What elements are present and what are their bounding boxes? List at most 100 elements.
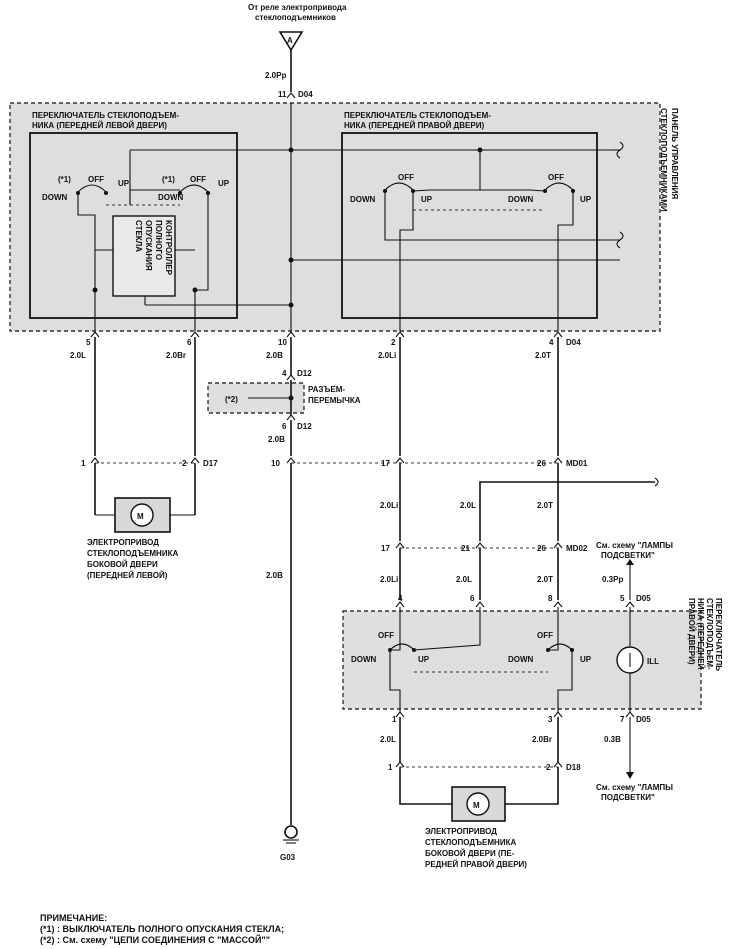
- panel-pins: [90, 331, 563, 338]
- left-motor-label-line1: ЭЛЕКТРОПРИВОД: [87, 538, 159, 547]
- switch-in-wire-t: 2.0T: [537, 575, 553, 584]
- jumper-wire-label: 2.0B: [268, 435, 285, 444]
- right-motor-lead-b: [505, 767, 559, 805]
- md01-connector-id: MD01: [566, 459, 588, 468]
- source-label-line2: стеклоподъемников: [255, 13, 336, 22]
- d18-connector-id: D18: [566, 763, 581, 772]
- wire-l-break: [654, 477, 659, 487]
- junction-dot: [92, 287, 98, 293]
- jumper-pin-bottom: 6: [282, 422, 287, 431]
- jumper-pin-marker-bottom: [286, 414, 296, 421]
- left-switch-title-line1: ПЕРЕКЛЮЧАТЕЛЬ СТЕКЛОПОДЪЕМ-: [32, 111, 179, 120]
- md01-wire-li: 2.0Li: [380, 501, 398, 510]
- control-panel-box: [9, 102, 661, 332]
- right-switch-lever-a: [384, 182, 414, 191]
- junction-dot: [288, 257, 294, 263]
- right-motor-lead-a: [399, 767, 452, 805]
- panel-title-line2: СТЕКЛОПОДЪЕМНИКАМИ: [659, 108, 668, 212]
- switch-in-pin-6: 6: [470, 594, 475, 603]
- md02-pin-26: 26: [537, 544, 546, 553]
- controller-label-line1: КОНТРОЛЛЕР: [164, 220, 173, 276]
- jumper-connector-bottom: D12: [297, 422, 312, 431]
- switch-out-pin-3: 3: [548, 715, 553, 724]
- right-switch-up-link-a: [412, 189, 431, 192]
- right-switch-down-a: DOWN: [350, 195, 376, 204]
- row1-pins: [90, 457, 563, 464]
- right-switch-wire-4: [557, 191, 574, 331]
- left-switch-off-a: OFF: [88, 175, 104, 184]
- md02-ref-line2: ПОДСВЕТКИ": [601, 551, 655, 560]
- passenger-switch-down-b: DOWN: [508, 655, 534, 664]
- right-switch-box: [341, 132, 598, 319]
- passenger-switch-title-line3: НИКА (ПЕРЕДНЕЙ: [696, 598, 705, 670]
- switch-in-connector-id: D05: [636, 594, 651, 603]
- passenger-switch-wire-4: [390, 607, 401, 651]
- switch-contact: [104, 191, 108, 195]
- passenger-switch-lever-b: [547, 643, 573, 651]
- left-switch-down-b: DOWN: [158, 193, 184, 202]
- source-connector-triangle: [278, 31, 304, 52]
- left-switch-note-b: (*1): [162, 175, 175, 184]
- d18-pin-1: 1: [388, 763, 393, 772]
- right-switch-title-line2: НИКА (ПЕРЕДНЕЙ ПРАВОЙ ДВЕРИ): [344, 121, 484, 130]
- left-motor-symbol: M: [137, 512, 144, 521]
- passenger-switch-off-b: OFF: [537, 631, 553, 640]
- switch-out-pin-7: 7: [620, 715, 625, 724]
- md01-wire-t: 2.0T: [537, 501, 553, 510]
- right-motor-label-line4: РЕДНЕЙ ПРАВОЙ ДВЕРИ): [425, 860, 527, 869]
- left-switch-wire-feed: [129, 189, 180, 205]
- switch-in-pin-8: 8: [548, 594, 553, 603]
- left-switch-wire-5: [77, 193, 96, 331]
- right-switch-lever-b: [544, 182, 574, 191]
- passenger-switch-wire-6: [413, 607, 481, 651]
- left-switch-title-line2: НИКА (ПЕРЕДНЕЙ ЛЕВОЙ ДВЕРИ): [32, 121, 167, 130]
- md01-wire-l: 2.0L: [460, 501, 476, 510]
- right-switch-up-b: UP: [580, 195, 592, 204]
- wire-label-6: 2.0Br: [166, 351, 186, 360]
- note-2: (*2) : См. схему "ЦЕПИ СОЕДИНЕНИЯ С "МАС…: [40, 935, 270, 945]
- right-motor-label-line2: СТЕКЛОПОДЪЕМНИКА: [425, 838, 516, 847]
- left-switch-note-a: (*1): [58, 175, 71, 184]
- left-motor-label-line3: БОКОВОЙ ДВЕРИ: [87, 560, 158, 569]
- md02-ref-line1: См. схему "ЛАМПЫ: [596, 541, 673, 550]
- source-connector-letter: A: [287, 36, 293, 45]
- junction-dot: [477, 147, 483, 153]
- passenger-switch-wire-1: [389, 650, 401, 712]
- wire-label-4: 2.0T: [535, 351, 551, 360]
- jumper-pin-top: 4: [282, 369, 287, 378]
- right-motor-symbol: M: [473, 801, 480, 810]
- md01-pin-17: 17: [381, 459, 390, 468]
- switch-out-ref-line2: ПОДСВЕТКИ": [601, 793, 655, 802]
- jumper-pin-marker-top: [286, 374, 296, 381]
- panel-connector-id: D04: [566, 338, 581, 347]
- left-switch-down-a: DOWN: [42, 193, 68, 202]
- passenger-switch-down-a: DOWN: [351, 655, 377, 664]
- md02-connector-id: MD02: [566, 544, 588, 553]
- passenger-switch-wire-3: [557, 650, 573, 712]
- md02-wire-pp: 0.3Pp: [602, 575, 623, 584]
- passenger-switch-off-a: OFF: [378, 631, 394, 640]
- switch-out-wire-1: 2.0L: [380, 735, 396, 744]
- controller-label-line3: ОПУСКАНИЯ: [144, 220, 153, 271]
- left-switch-up-b: UP: [218, 179, 230, 188]
- left-motor-icon: [130, 503, 154, 527]
- illumination-feed-arrow: [626, 559, 634, 565]
- passenger-switch-up-a: UP: [418, 655, 430, 664]
- note-1: (*1) : ВЫКЛЮЧАТЕЛЬ ПОЛНОГО ОПУСКАНИЯ СТЕ…: [40, 924, 285, 934]
- right-motor-label-line1: ЭЛЕКТРОПРИВОД: [425, 827, 497, 836]
- passenger-switch-title-line4: ПРАВОЙ ДВЕРИ): [687, 598, 696, 665]
- passenger-switch-title-line1: ПЕРЕКЛЮЧАТЕЛЬ: [714, 598, 723, 671]
- notes-title: ПРИМЕЧАНИЕ:: [40, 913, 108, 923]
- left-motor-label-line2: СТЕКЛОПОДЪЕМНИКА: [87, 549, 178, 558]
- d17-connector-id: D17: [203, 459, 218, 468]
- switch-out-wire-3: 2.0Br: [532, 735, 552, 744]
- left-switch-wire-6: [194, 193, 209, 331]
- feed-pin-marker: [286, 92, 296, 99]
- jumper-connector-top: D12: [297, 369, 312, 378]
- panel-title-line1: ПАНЕЛЬ УПРАВЛЕНИЯ: [670, 108, 679, 199]
- right-switch-wire-low: [384, 191, 575, 241]
- d18-pins: [395, 761, 563, 768]
- switch-in-wire-l: 2.0L: [456, 575, 472, 584]
- left-switch-box: [29, 132, 238, 319]
